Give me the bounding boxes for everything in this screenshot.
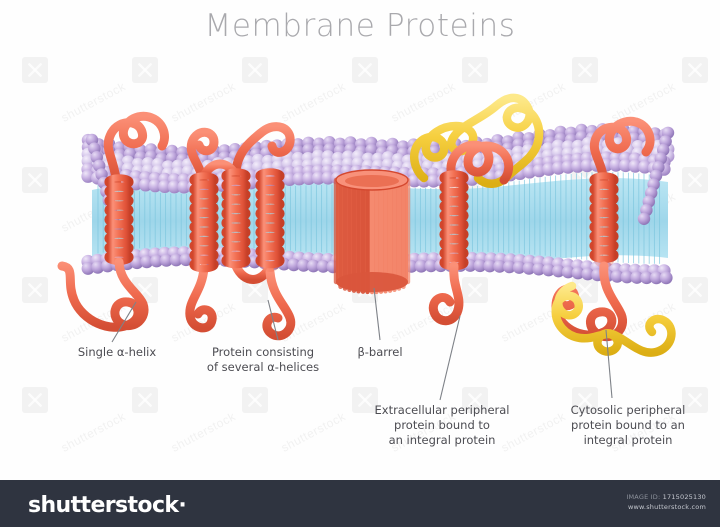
helix2-bottom-tail [185, 263, 217, 333]
image-id-value: 1715025130 [662, 493, 706, 501]
image-id-label: IMAGE ID: [626, 493, 661, 501]
cytosolic-peripheral-complex [551, 116, 676, 357]
helix1-upper-chain [103, 111, 169, 191]
integral4-coil [439, 170, 469, 271]
leader-beta-barrel [373, 287, 381, 341]
membrane-diagram [57, 93, 676, 401]
shutterstock-logo: shutterstock· [28, 493, 187, 518]
label-protein-several-alpha-helices: Protein consisting of several α-helices [206, 345, 320, 374]
footer-metadata: IMAGE ID: 1715025130 www.shutterstock.co… [626, 492, 706, 512]
extracellular-peripheral-complex [409, 93, 544, 326]
barrel-top-inner [345, 175, 399, 187]
leader-lines [111, 287, 613, 401]
beta-barrel-protein [333, 169, 411, 295]
multipass-alpha-helix-protein [185, 122, 296, 341]
helix2-bottom-tail2 [262, 267, 296, 341]
integral5-coil [589, 172, 619, 268]
barrel-strands [333, 177, 411, 295]
page-title: Membrane Proteins [204, 8, 516, 44]
membrane-right-cut-edge [637, 126, 675, 225]
leader-cytosolic [605, 329, 613, 399]
yellow-peripheral-cytosolic [551, 281, 676, 357]
label-beta-barrel: β-barrel [357, 345, 403, 359]
helix1-lower-chain [57, 257, 149, 332]
yellow-peripheral-extracellular [409, 93, 544, 188]
footer-website: www.shutterstock.com [627, 503, 706, 511]
integral5-bottom-chain [551, 261, 628, 342]
shutterstock-footer-bar: shutterstock· IMAGE ID: 1715025130 www.s… [0, 480, 720, 527]
integral4-top-chain [446, 140, 514, 185]
label-cytosolic-peripheral: Cytosolic peripheral protein bound to an… [570, 403, 686, 447]
integral5-top-chain [589, 116, 655, 187]
image-id-line: IMAGE ID: 1715025130 [626, 492, 706, 502]
label-extracellular-peripheral: Extracellular peripheral protein bound t… [374, 403, 510, 447]
helix2-coil-a [189, 172, 219, 273]
helix2-coil-c [255, 168, 285, 272]
integral4-bottom-chain [428, 261, 464, 326]
single-alpha-helix-protein [57, 111, 169, 332]
leader-multi-helix [267, 299, 279, 341]
helix1-coil [104, 174, 134, 266]
helix2-coil-b [221, 168, 251, 269]
helix2-loop-top-b [231, 122, 295, 179]
leader-extracellular [439, 315, 461, 401]
label-single-alpha-helix: Single α-helix [77, 345, 157, 359]
leader-single-helix [111, 301, 137, 343]
helix2-loop-top-a [186, 127, 219, 189]
